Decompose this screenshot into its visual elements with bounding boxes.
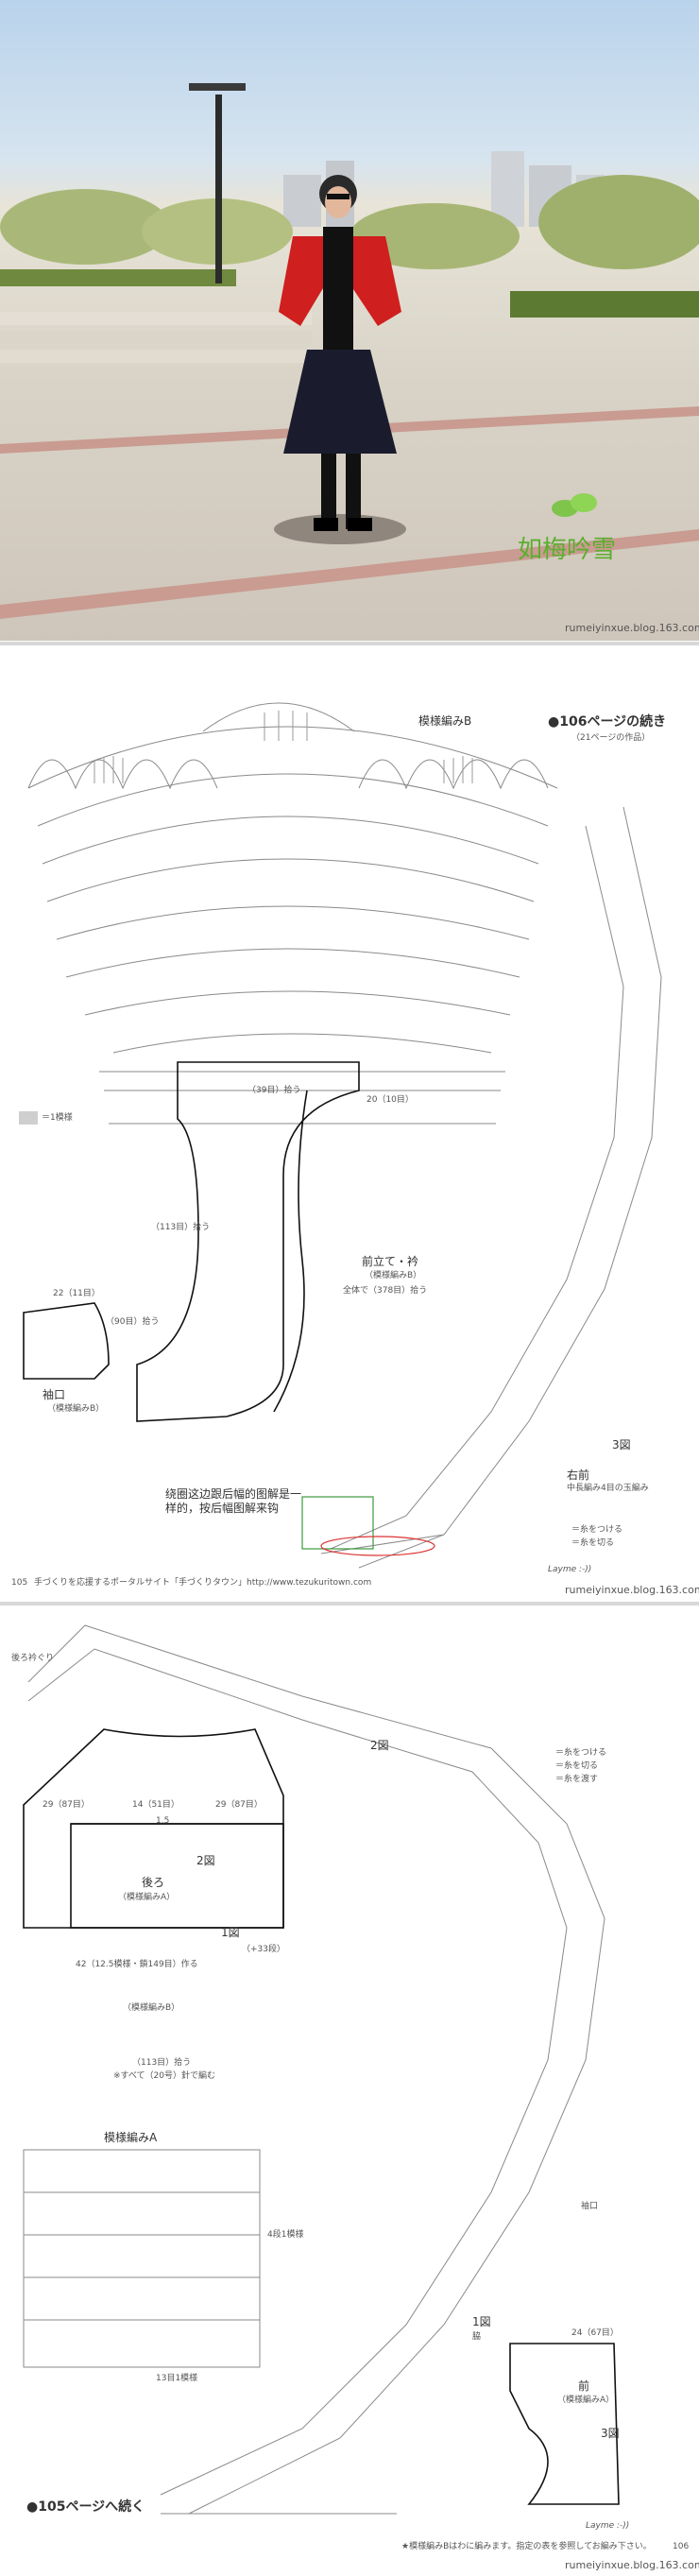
- signature: Layme :-)): [548, 1565, 592, 1574]
- footer-num: 105: [11, 1578, 28, 1588]
- note-20: ※すべて（20号）針で編む: [113, 2071, 216, 2081]
- watermark: rumeiyinxue.blog.163.com: [565, 622, 699, 634]
- signature: Layme :-)): [586, 2521, 630, 2531]
- front-title: 前: [578, 2379, 590, 2393]
- pattern-b-mid: （模様編みB）: [123, 2003, 180, 2013]
- sleeve-sub: （模様編みB）: [47, 1404, 105, 1414]
- page-106: 後ろ衿ぐり 2図 ＝糸をつける ＝糸を切る ＝糸を渡す 29（87目） 14（5…: [0, 1606, 699, 2576]
- dim-20: 20（10目）: [367, 1095, 414, 1105]
- fig2-label: 2図: [196, 1854, 215, 1867]
- armhole: 脇: [472, 2332, 482, 2342]
- sleeve-label: 袖口: [581, 2202, 599, 2211]
- dim-29b: 29（87目）: [215, 1800, 263, 1810]
- footer-site: 手づくりを応援するポータルサイト「手づくりタウン」http://www.tezu…: [34, 1578, 372, 1588]
- front-note: 全体で（378目）拾う: [343, 1286, 428, 1296]
- footer-note: ★模様編みBはわに編みます。指定の表を参照してお編み下さい。: [401, 2542, 652, 2551]
- dim-90: （90目）拾う: [106, 1317, 160, 1327]
- pattern-a-title: 模様編みA: [104, 2131, 158, 2144]
- watermark: rumeiyinxue.blog.163.com: [565, 1584, 699, 1596]
- legend-skip: ＝糸を渡す: [555, 1775, 599, 1784]
- repeat-13: 13目1模様: [156, 2374, 198, 2383]
- back-dims: 42（12.5模様・鎖149目）作る: [76, 1960, 198, 1969]
- dim-24: 24（67目）: [571, 2328, 619, 2338]
- dim-29a: 29（87目）: [43, 1800, 90, 1810]
- dim-113: （113目）拾う: [151, 1223, 211, 1232]
- front-sub: （模様編みA）: [557, 2396, 615, 2405]
- pattern-b-title: 模様編みB: [418, 714, 472, 728]
- footer-num: 106: [673, 2542, 690, 2551]
- fig2-top: 2図: [370, 1739, 389, 1752]
- fig3: 3図: [612, 1438, 631, 1451]
- legend-join: ＝糸をつける: [571, 1525, 623, 1535]
- legend-cut: ＝糸を切る: [555, 1761, 599, 1771]
- dim-113: （113目）拾う: [132, 2058, 192, 2068]
- legend-cut: ＝糸を切る: [571, 1538, 615, 1548]
- legend-join: ＝糸をつける: [555, 1748, 607, 1758]
- right-front: 右前: [567, 1468, 590, 1482]
- continue: ●105ページへ続く: [26, 2499, 145, 2515]
- fig3-label: 3図: [601, 2427, 620, 2440]
- continued-sub: （21ページの作品）: [571, 733, 651, 743]
- dim-14: 14（51目）: [132, 1800, 179, 1810]
- dim-39: （39目）拾う: [247, 1086, 301, 1095]
- front-title: 前立て・衿: [362, 1255, 419, 1268]
- back-rows: （+33段）: [242, 1945, 285, 1954]
- page-105: 模様編みB ●106ページの続き （21ページの作品） ＝1模様 （39目）拾う…: [0, 646, 699, 1601]
- dim-1-5: 1.5: [156, 1816, 170, 1826]
- back-title: 後ろ: [142, 1876, 165, 1889]
- pattern-a-rows: 4段1模様: [267, 2230, 304, 2240]
- continued-title: ●106ページの続き: [548, 714, 667, 730]
- fig1-bottom: 1図: [472, 2315, 491, 2328]
- crochet-chart-105: [19, 702, 662, 1569]
- sleeve-title: 袖口: [43, 1388, 66, 1401]
- separator: [0, 642, 699, 645]
- logo-text: 如梅吟雪: [518, 536, 617, 564]
- watermark: rumeiyinxue.blog.163.com: [565, 2559, 699, 2571]
- fig1-label: 1図: [221, 1926, 240, 1939]
- dim-22: 22（11目）: [53, 1289, 100, 1298]
- photo-panel: 如梅吟雪 rumeiyinxue.blog.163.com: [0, 0, 699, 641]
- photo-illustration: [0, 83, 699, 619]
- legend-1row: ＝1模様: [42, 1113, 73, 1123]
- back-neck: 後ろ衿ぐり: [11, 1654, 55, 1663]
- front-sub: （模様編みB）: [365, 1271, 422, 1280]
- right-front-note: 中長編み4目の玉編み: [567, 1484, 649, 1493]
- separator: [0, 1602, 699, 1606]
- back-sub: （模様編みA）: [118, 1893, 176, 1902]
- crochet-chart-106: [23, 1624, 620, 2515]
- chinese-note: 绕圈这边跟后幅的图解是一样的，按后幅图解来钩: [165, 1487, 302, 1515]
